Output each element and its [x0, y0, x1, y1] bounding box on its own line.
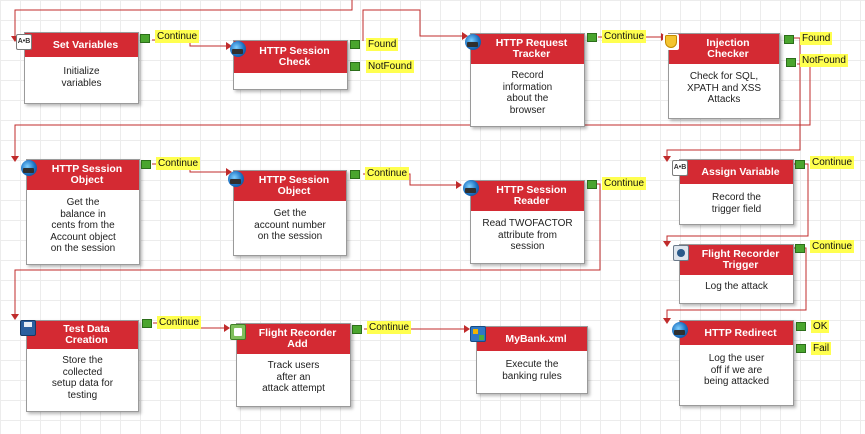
node-http-redirect[interactable]: HTTP Redirect Log the user off if we are…	[679, 320, 794, 406]
output-port[interactable]	[786, 58, 796, 67]
output-port[interactable]	[587, 33, 597, 42]
node-flight-recorder-trigger[interactable]: Flight Recorder Trigger Log the attack	[679, 244, 794, 304]
output-port[interactable]	[141, 160, 151, 169]
floppy-disk-icon	[20, 320, 36, 336]
node-title: HTTP Session Check	[234, 41, 347, 73]
output-port[interactable]	[350, 40, 360, 49]
output-port[interactable]	[587, 180, 597, 189]
globe-icon	[465, 34, 481, 50]
port-label-notfound: NotFound	[366, 60, 414, 73]
node-title: Set Variables	[25, 33, 138, 57]
node-injection-checker[interactable]: Injection Checker Check for SQL, XPATH a…	[668, 33, 780, 119]
node-description: Store the collected setup data for testi…	[51, 355, 114, 401]
ab-variable-icon: A•B	[672, 160, 688, 176]
port-label-continue: Continue	[602, 177, 647, 190]
node-description: Get the balance in cents from the Accoun…	[50, 197, 116, 254]
node-http-session-object-account[interactable]: HTTP Session Object Get the account numb…	[233, 170, 347, 256]
node-mybank-xml[interactable]: MyBank.xml Execute the banking rules	[476, 326, 588, 394]
node-assign-variable[interactable]: Assign Variable Record the trigger field	[679, 159, 794, 225]
node-http-session-check[interactable]: HTTP Session Check	[233, 40, 348, 90]
ab-variable-icon: A•B	[16, 34, 32, 50]
node-test-data-creation[interactable]: Test Data Creation Store the collected s…	[26, 320, 139, 412]
node-title: Injection Checker	[669, 34, 779, 64]
globe-icon	[21, 160, 37, 176]
globe-icon	[228, 171, 244, 187]
port-label-continue: Continue	[365, 167, 410, 180]
port-label-found: Found	[800, 32, 833, 45]
node-description: Get the account number on the session	[254, 208, 326, 242]
output-port[interactable]	[142, 319, 152, 328]
output-port[interactable]	[140, 34, 150, 43]
node-description: Execute the banking rules	[502, 359, 562, 382]
node-description: Check for SQL, XPATH and XSS Attacks	[686, 71, 762, 105]
output-port[interactable]	[350, 170, 360, 179]
node-title: HTTP Session Object	[27, 160, 139, 190]
node-flight-recorder-add[interactable]: Flight Recorder Add Track users after an…	[236, 323, 351, 407]
node-description: Read TWOFACTOR attribute from session	[482, 218, 573, 252]
node-title: HTTP Redirect	[680, 321, 793, 345]
globe-icon	[463, 180, 479, 196]
node-title: Flight Recorder Trigger	[680, 245, 793, 275]
port-label-notfound: NotFound	[800, 54, 848, 67]
output-port[interactable]	[350, 62, 360, 71]
output-port[interactable]	[796, 322, 806, 331]
node-title: HTTP Request Tracker	[471, 34, 584, 64]
node-title: HTTP Session Reader	[471, 181, 584, 211]
port-label-continue: Continue	[367, 321, 412, 334]
node-http-request-tracker[interactable]: HTTP Request Tracker Record information …	[470, 33, 585, 127]
node-description: Initialize variables	[61, 66, 102, 89]
node-http-session-reader[interactable]: HTTP Session Reader Read TWOFACTOR attri…	[470, 180, 585, 264]
output-port[interactable]	[796, 344, 806, 353]
port-label-continue: Continue	[156, 157, 201, 170]
xml-file-icon	[470, 326, 486, 342]
node-http-session-object-balance[interactable]: HTTP Session Object Get the balance in c…	[26, 159, 140, 265]
node-title: MyBank.xml	[477, 327, 587, 351]
node-title: Assign Variable	[680, 160, 793, 184]
node-description: Log the attack	[705, 281, 768, 292]
node-set-variables[interactable]: Set Variables Initialize variables	[24, 32, 139, 104]
node-description: Track users after an attack attempt	[262, 360, 325, 394]
port-label-fail: Fail	[811, 342, 832, 355]
recorder-icon	[230, 324, 246, 340]
node-description: Log the user off if we are being attacke…	[703, 353, 770, 387]
port-label-continue: Continue	[157, 316, 202, 329]
output-port[interactable]	[352, 325, 362, 334]
shield-icon	[663, 34, 679, 50]
port-label-found: Found	[366, 38, 399, 51]
port-label-continue: Continue	[810, 156, 855, 169]
node-title: HTTP Session Object	[234, 171, 346, 201]
port-label-continue: Continue	[602, 30, 647, 43]
node-title: Flight Recorder Add	[237, 324, 350, 354]
port-label-ok: OK	[811, 320, 830, 333]
node-title: Test Data Creation	[27, 321, 138, 349]
port-label-continue: Continue	[155, 30, 200, 43]
camera-icon	[673, 245, 689, 261]
globe-icon	[672, 322, 688, 338]
node-description: Record the trigger field	[711, 192, 762, 215]
globe-icon	[230, 41, 246, 57]
output-port[interactable]	[795, 160, 805, 169]
port-label-continue: Continue	[810, 240, 855, 253]
node-description: Record information about the browser	[502, 70, 553, 116]
output-port[interactable]	[784, 35, 794, 44]
output-port[interactable]	[795, 244, 805, 253]
